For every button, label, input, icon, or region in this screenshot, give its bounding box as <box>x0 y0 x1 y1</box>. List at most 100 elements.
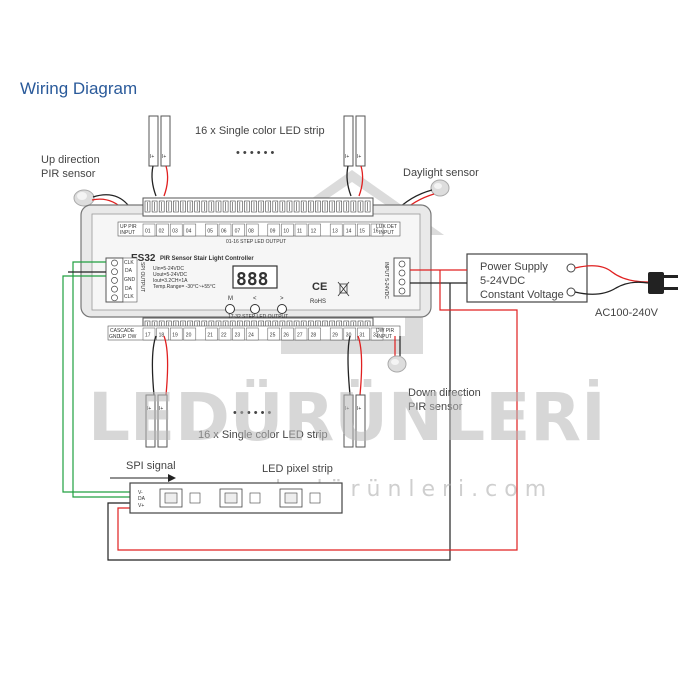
bottom-right-led-strip: I+ I+ <box>343 335 366 448</box>
right-button[interactable] <box>277 304 287 314</box>
strip-terminal-label: I+ <box>345 154 349 160</box>
channel-number: 03 <box>172 229 178 235</box>
channel-number: 16 <box>373 229 379 235</box>
channel-number: 14 <box>346 229 352 235</box>
pixel-led <box>164 492 178 504</box>
up-pir-label-2: PIR sensor <box>41 168 96 180</box>
top-left-led-strip: I+ I+ <box>148 115 171 197</box>
power-terminal-screw <box>398 278 406 286</box>
channel-cell <box>370 223 384 237</box>
up-pir-input-label-1: UP PIR <box>120 224 137 230</box>
channel-cell <box>169 223 183 237</box>
channel-cell <box>294 327 308 341</box>
left-button[interactable] <box>250 304 260 314</box>
channel-number: 24 <box>248 333 254 339</box>
channel-number: 17 <box>145 333 151 339</box>
channel-cell <box>205 327 218 341</box>
spi-output-terminal: CLK DA GND DA CLK SPI OUTPUT <box>105 257 145 303</box>
channel-number: 06 <box>221 229 227 235</box>
daylight-sensor-label: Daylight sensor <box>403 167 479 179</box>
spi-terminal-screw <box>111 294 118 302</box>
channel-number: 18 <box>159 333 165 339</box>
pixel-led <box>224 492 238 504</box>
weee-icon <box>337 281 350 297</box>
strip-terminal-label: I+ <box>357 154 361 160</box>
lux-det-label-2: INPUT <box>379 230 394 236</box>
channel-cell <box>281 223 294 237</box>
channel-cell <box>169 327 183 341</box>
bottom-dots: • • • • • • <box>233 407 272 419</box>
arrow-right-icon <box>168 474 176 482</box>
spi-pin: GND <box>124 277 136 283</box>
power-input-terminal: INPUT 5-24VDC <box>383 257 411 299</box>
channel-number: 05 <box>207 229 213 235</box>
channel-cell <box>183 327 197 341</box>
power-supply-label-2: 5-24VDC <box>480 275 525 287</box>
channel-cell <box>267 327 281 341</box>
power-supply-label-3: Constant Voltage <box>480 289 564 301</box>
mode-button[interactable] <box>225 304 235 314</box>
channel-cell <box>245 327 259 341</box>
up-pir-sensor-icon <box>73 189 129 218</box>
power-terminal-screw <box>398 260 406 268</box>
channel-number: 25 <box>270 333 276 339</box>
pixel-pin: V+ <box>138 503 144 509</box>
channel-cell <box>294 223 308 237</box>
strip-terminal-label: I+ <box>150 154 154 160</box>
channel-cell <box>183 223 197 237</box>
channel-number: 26 <box>283 333 289 339</box>
channel-number: 31 <box>359 333 365 339</box>
channel-number: 10 <box>283 229 289 235</box>
cascade-pin: UP <box>119 334 127 340</box>
button-label-right: > <box>280 296 284 302</box>
strip-terminal-label: I+ <box>147 406 151 412</box>
power-supply-label-1: Power Supply <box>480 261 548 273</box>
channel-cell <box>156 223 169 237</box>
power-wires <box>107 269 518 561</box>
channel-number: 15 <box>359 229 365 235</box>
spi-pin: CLK <box>124 260 134 266</box>
spi-pin: DA <box>125 268 133 274</box>
watermark-brand: LEDÜRÜNLERİ <box>88 379 606 456</box>
pixel-strip-label: LED pixel strip <box>262 463 333 475</box>
pixel-component <box>189 492 201 504</box>
channel-number: 28 <box>311 333 317 339</box>
bottom-strip-label: 16 x Single color LED strip <box>198 429 328 441</box>
power-terminal-screw <box>398 269 406 277</box>
spi-signal-label: SPI signal <box>126 460 176 472</box>
channel-number: 13 <box>332 229 338 235</box>
channel-number: 07 <box>235 229 241 235</box>
pixel-component <box>309 492 321 504</box>
pixel-led <box>284 492 298 504</box>
channel-number: 11 <box>297 229 302 235</box>
cascade-label: CASCADE <box>110 328 135 334</box>
spi-pin: CLK <box>124 294 134 300</box>
down-pir-label-1: Down direction <box>408 387 481 399</box>
top-strip-label: 16 x Single color LED strip <box>195 125 325 137</box>
channel-number: 09 <box>270 229 276 235</box>
up-pir-label-1: Up direction <box>41 154 100 166</box>
channel-cell <box>245 223 259 237</box>
top-dots: • • • • • • <box>236 147 275 159</box>
channel-cell <box>232 223 245 237</box>
channel-cell <box>232 327 245 341</box>
button-label-m: M <box>228 296 233 302</box>
channel-cell <box>142 223 156 237</box>
pixel-pin: V- <box>138 490 143 496</box>
spi-pin: DA <box>125 286 133 292</box>
cascade-pin: GND <box>109 334 121 340</box>
channel-cell <box>205 223 218 237</box>
spi-signal-wires <box>62 261 130 498</box>
channel-number: 32 <box>373 333 379 339</box>
button-label-left: < <box>253 296 257 302</box>
channel-number: 04 <box>186 229 192 235</box>
seven-segment-display: 888 <box>232 265 278 290</box>
down-pir-label-2: PIR sensor <box>408 401 463 413</box>
ce-mark: CE <box>312 281 327 293</box>
power-terminal-screw <box>398 287 406 295</box>
input-voltage-label: INPUT 5-24VDC <box>383 262 389 299</box>
top-right-led-strip: I+ I+ <box>343 115 366 197</box>
channel-cell <box>329 327 343 341</box>
